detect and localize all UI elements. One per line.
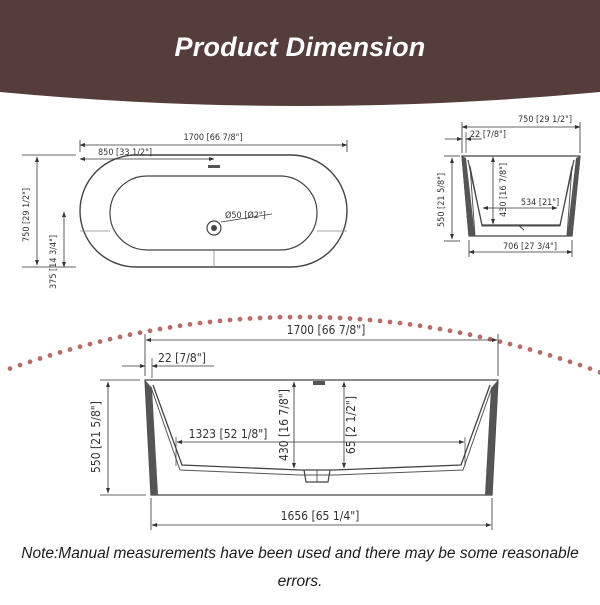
arc-dot xyxy=(17,362,23,368)
drain-icon xyxy=(206,220,222,236)
arc-dot xyxy=(437,326,443,332)
arc-dot xyxy=(267,315,273,320)
arc-dot xyxy=(457,330,463,336)
arc-dot xyxy=(527,347,533,352)
arc-dot xyxy=(467,332,473,338)
arc-dot xyxy=(537,350,543,355)
end-top-width-label: 750 [29 1/2"] xyxy=(518,115,572,125)
arc-dot xyxy=(297,314,303,320)
arc-dot xyxy=(317,314,323,320)
page-title: Product Dimension xyxy=(174,32,426,62)
top-half-width-label: 375 [14 3/4"] xyxy=(49,235,59,289)
arc-dot xyxy=(447,328,453,334)
arc-dot xyxy=(227,317,233,323)
arc-dot xyxy=(597,369,600,375)
arc-dot xyxy=(127,332,133,338)
end-view-wall-right xyxy=(567,156,580,236)
arc-dot xyxy=(507,341,513,347)
arc-dot xyxy=(417,323,423,329)
arc-dot xyxy=(67,347,73,352)
arc-dot xyxy=(387,319,393,325)
arc-dot xyxy=(567,359,573,365)
top-view-inner-basin xyxy=(109,175,318,251)
arc-dot xyxy=(477,334,483,340)
arc-dot xyxy=(147,328,153,334)
arc-dot xyxy=(307,314,313,320)
end-wall-thickness-label: 22 [7/8"] xyxy=(470,130,506,140)
top-overall-length-label: 1700 [66 7/8"] xyxy=(183,133,242,143)
arc-dot xyxy=(157,326,163,332)
arc-dot xyxy=(27,359,33,365)
arc-dot xyxy=(577,362,583,368)
arc-dot xyxy=(517,344,523,350)
end-view-tub-section xyxy=(461,155,581,237)
arc-dot xyxy=(327,315,333,320)
arc-dot xyxy=(337,315,343,321)
arc-dot xyxy=(97,339,103,344)
arc-dot xyxy=(187,322,193,327)
arc-dot xyxy=(137,330,143,336)
top-view-outer-rim xyxy=(79,154,348,268)
side-height-label: 550 [21 5/8"] xyxy=(89,401,103,473)
arc-dot xyxy=(57,350,63,355)
side-view-wall-right xyxy=(485,380,498,495)
side-view: 1700 [66 7/8"] 22 [7/8"] 550 [21 5/8"] 4… xyxy=(89,323,499,530)
arc-dot xyxy=(367,317,373,323)
header-band xyxy=(0,0,600,106)
end-floor-width-label: 534 [21"] xyxy=(521,198,559,208)
overflow-slot xyxy=(208,165,220,168)
arc-dot xyxy=(167,325,173,330)
end-view: 750 [29 1/2"] 22 [7/8"] 550 [21 5/8"] 43… xyxy=(437,115,581,257)
arc-dot xyxy=(207,319,213,325)
top-view: 1700 [66 7/8"] 850 [33 1/2"] 750 [29 1/2… xyxy=(22,133,348,289)
arc-dot xyxy=(407,322,413,327)
arc-dot xyxy=(87,341,93,347)
side-base-length-label: 1656 [65 1/4"] xyxy=(281,509,360,523)
arc-dot xyxy=(277,314,283,320)
drain-diameter-label: Ø50 [Ø2"] xyxy=(225,210,266,221)
end-inner-depth-label: 430 [16 7/8"] xyxy=(499,163,509,217)
arc-dot xyxy=(377,318,383,324)
arc-dot xyxy=(7,366,13,371)
arc-dot xyxy=(487,336,493,342)
dotted-arc-divider xyxy=(7,314,600,375)
end-view-wall-left xyxy=(462,156,475,236)
arc-dot xyxy=(47,353,53,358)
arc-dot xyxy=(37,356,43,361)
side-drain-height-label: 65 [2 1/2"] xyxy=(344,396,358,454)
side-inner-depth-label: 430 [16 7/8"] xyxy=(277,389,291,461)
arc-dot xyxy=(237,316,243,322)
arc-dot xyxy=(287,314,293,320)
arc-dot xyxy=(257,315,263,321)
arc-dot xyxy=(497,339,503,344)
arc-dot xyxy=(177,323,183,329)
end-height-label: 550 [21 5/8"] xyxy=(437,173,447,227)
arc-dot xyxy=(107,336,113,342)
arc-dot xyxy=(547,353,553,358)
side-overall-length-label: 1700 [66 7/8"] xyxy=(287,323,366,337)
top-overall-width-label: 750 [29 1/2"] xyxy=(22,188,32,242)
side-view-wall-left xyxy=(145,380,158,495)
arc-dot xyxy=(247,316,253,321)
side-wall-thickness-label: 22 [7/8"] xyxy=(158,351,206,365)
arc-dot xyxy=(117,334,123,340)
end-base-width-label: 706 [27 3/4"] xyxy=(503,242,557,252)
arc-dot xyxy=(397,320,403,326)
arc-dot xyxy=(217,318,223,324)
top-half-length-label: 850 [33 1/2"] xyxy=(98,148,152,158)
side-floor-length-label: 1323 [52 1/8"] xyxy=(189,427,268,441)
measurement-note: Note:Manual measurements have been used … xyxy=(21,545,579,590)
arc-dot xyxy=(587,366,593,371)
side-overflow-fitting xyxy=(313,381,325,385)
arc-dot xyxy=(427,325,433,330)
arc-dot xyxy=(557,356,563,361)
arc-dot xyxy=(197,320,203,326)
arc-dot xyxy=(347,316,353,321)
arc-dot xyxy=(77,344,83,350)
arc-dot xyxy=(357,316,363,322)
